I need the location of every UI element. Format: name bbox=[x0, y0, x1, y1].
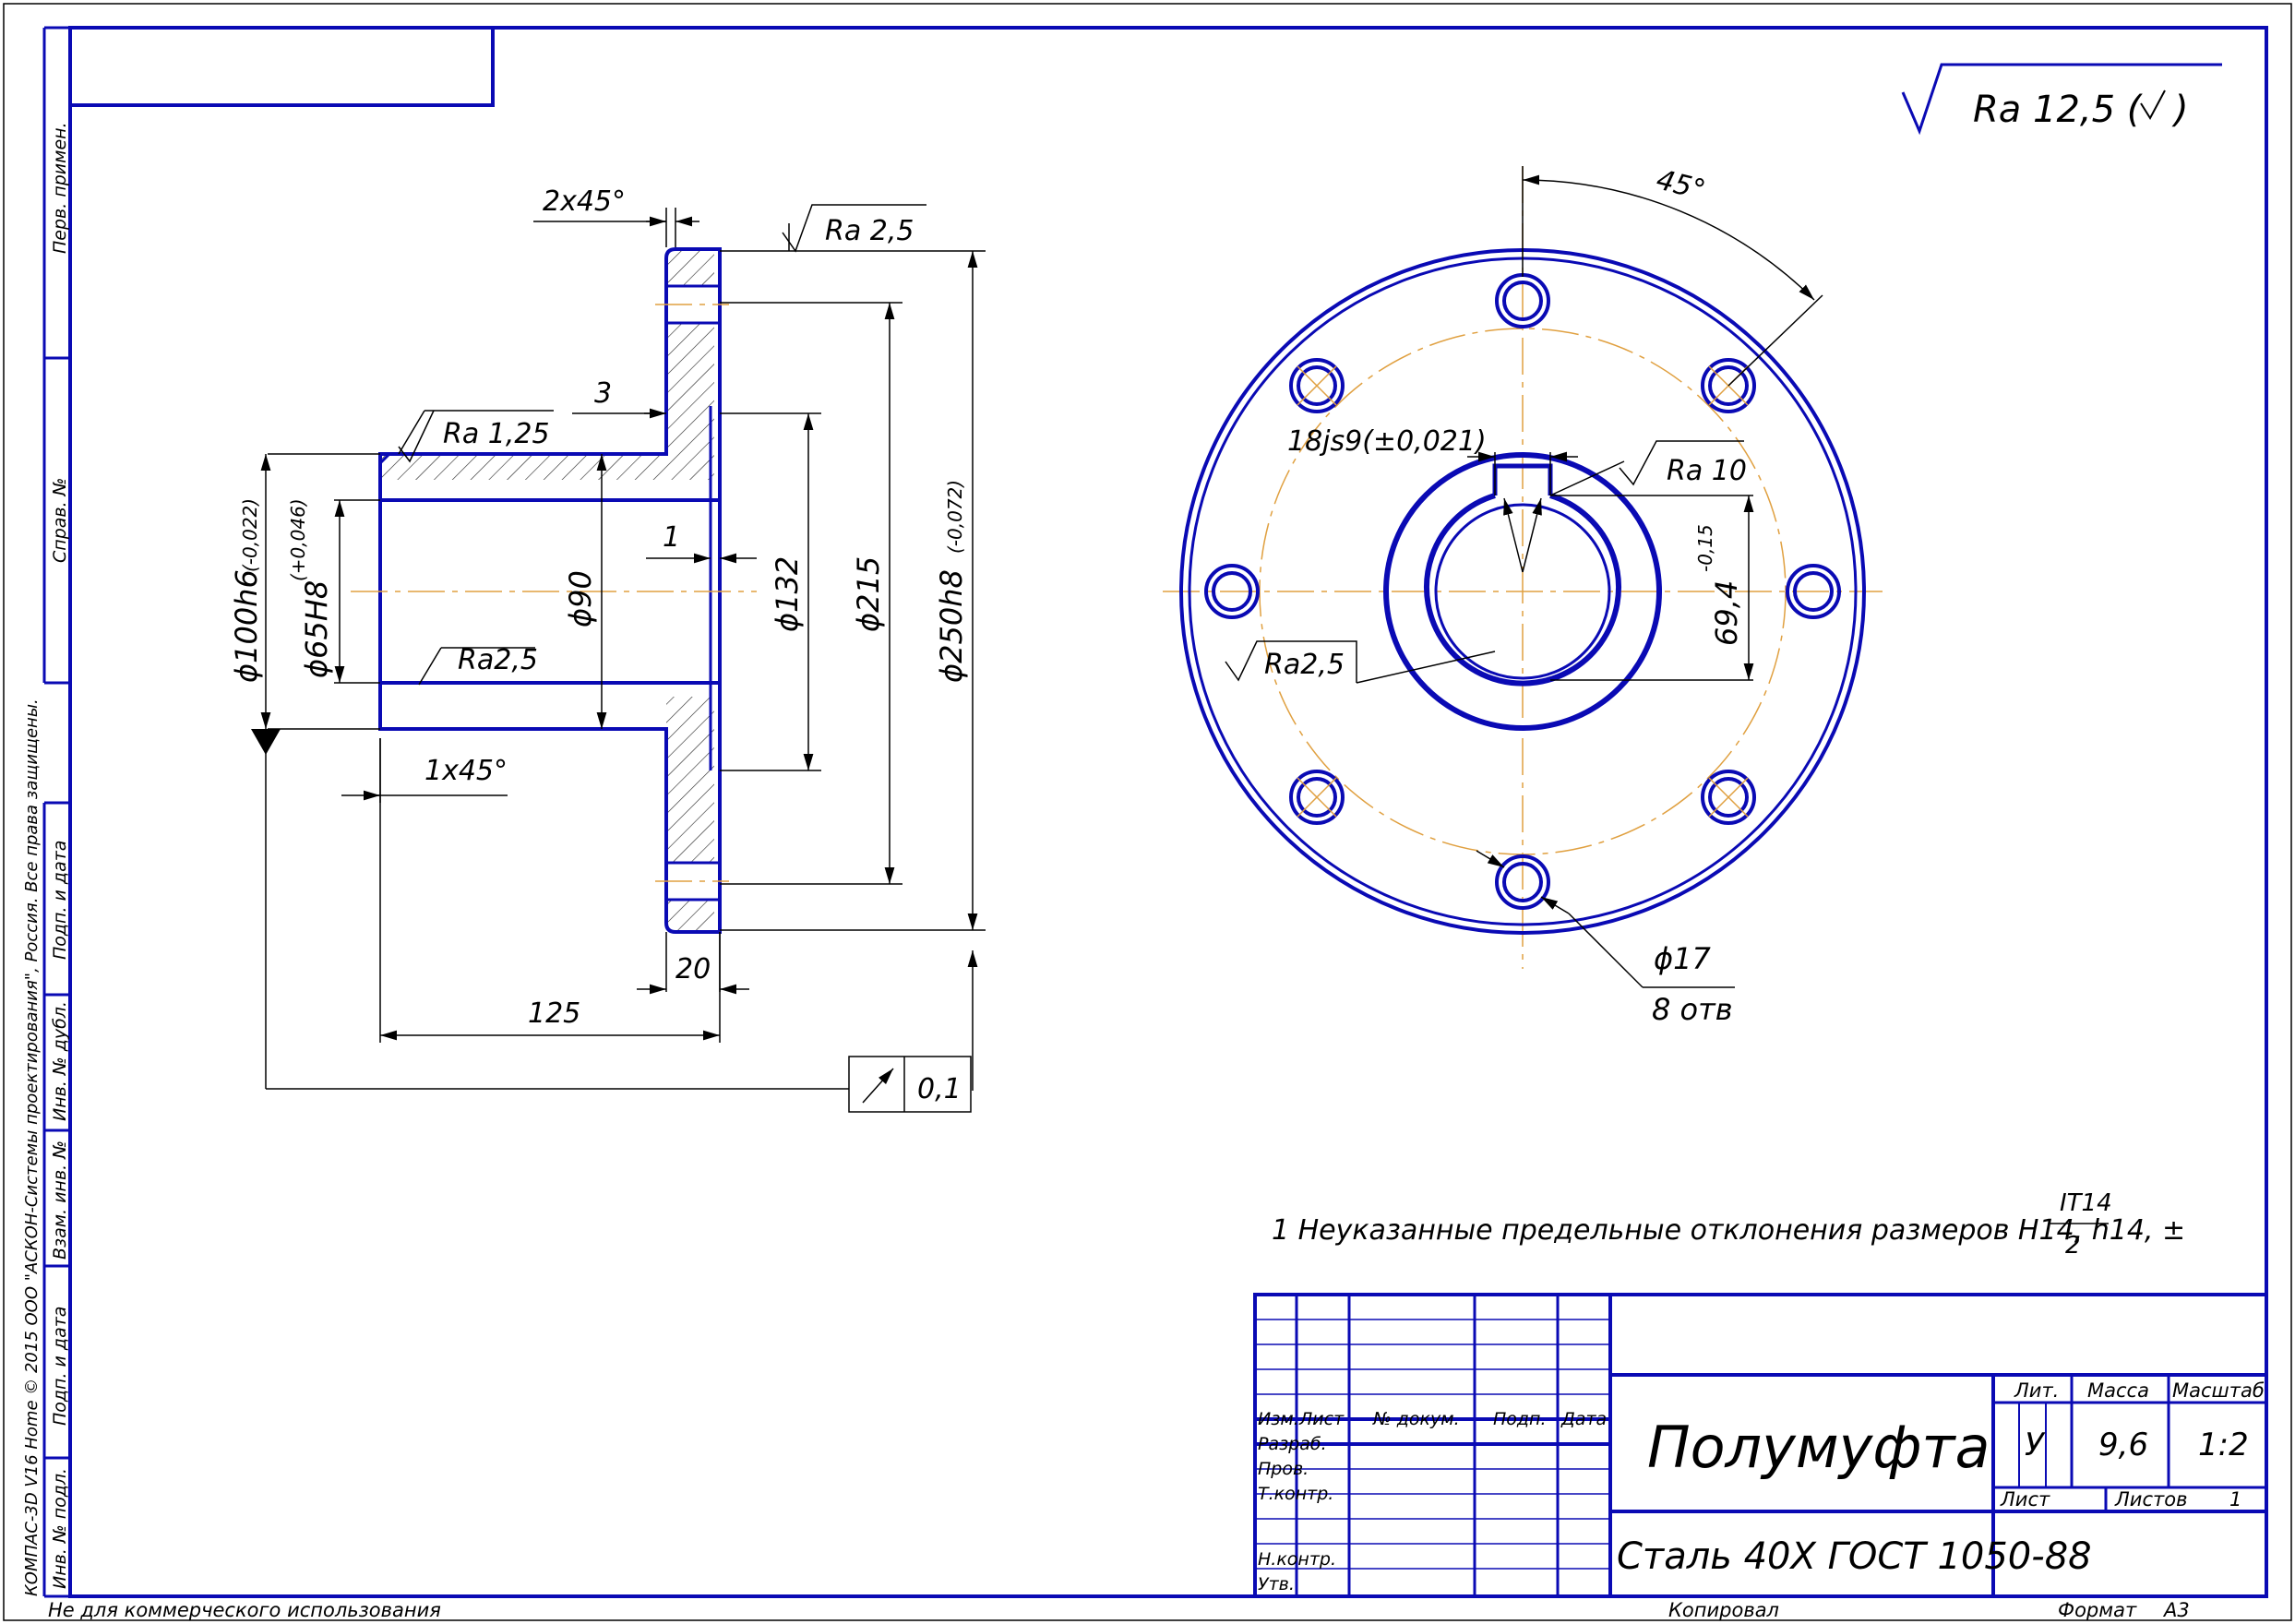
front-view bbox=[1163, 166, 1883, 988]
general-roughness-symbol: Ra 12,5 ( ) bbox=[1901, 63, 2222, 136]
note-frac-denominator: 2 bbox=[2065, 1232, 2081, 1260]
side-strip bbox=[42, 26, 70, 1598]
footer-format-value: А3 bbox=[2162, 1599, 2190, 1621]
dim-69-label: 69,4 bbox=[1709, 580, 1744, 646]
holes-dia-label: ϕ17 bbox=[1654, 941, 1711, 976]
tb-massa-label: Масса bbox=[2087, 1379, 2149, 1402]
roughness-outer-label: Ra 1,25 bbox=[443, 418, 550, 450]
tb-part-name: Полумуфта bbox=[1647, 1414, 1990, 1481]
dim-125-label: 125 bbox=[528, 997, 580, 1030]
general-roughness-close: ) bbox=[2171, 89, 2189, 131]
label-vzam-inv-no: Взам. инв. № bbox=[50, 1140, 70, 1260]
tb-list-label: Лист bbox=[2000, 1488, 2050, 1511]
tb-izm: Изм. bbox=[1258, 1409, 1299, 1429]
tb-masshtab-value: 1:2 bbox=[2198, 1427, 2249, 1463]
dim-3-label: 3 bbox=[594, 377, 612, 410]
tb-lit-label: Лит. bbox=[2014, 1379, 2059, 1402]
label-sprav-no: Справ. № bbox=[50, 478, 70, 563]
tb-data: Дата bbox=[1560, 1409, 1607, 1429]
copyright-text: КОМПАС-3D V16 Home © 2015 ООО "АСКОН-Сис… bbox=[22, 699, 42, 1596]
keyway-label: 18js9(±0,021) bbox=[1287, 425, 1487, 458]
corner-box bbox=[70, 28, 495, 107]
chamfer-top-label: 2x45° bbox=[543, 185, 626, 218]
dia-215-label: ϕ215 bbox=[851, 556, 886, 632]
roughness-bore-label: Ra2,5 bbox=[458, 644, 538, 676]
dia-90-label: ϕ90 bbox=[563, 570, 598, 627]
title-block bbox=[1253, 1293, 2268, 1598]
tb-nkontr: Н.контр. bbox=[1258, 1549, 1336, 1570]
dim-69-tolerance: -0,15 bbox=[1694, 524, 1716, 572]
label-inv-no-dubl: Инв. № дубл. bbox=[50, 1001, 70, 1121]
tb-listov-label: Листов bbox=[2114, 1488, 2187, 1511]
tb-prov: Пров. bbox=[1258, 1459, 1309, 1479]
chamfer-bottom-label: 1x45° bbox=[424, 755, 508, 787]
tb-listov-value: 1 bbox=[2229, 1488, 2241, 1511]
tb-list: Лист bbox=[1298, 1409, 1345, 1429]
label-podp-data-2: Подп. и дата bbox=[50, 1307, 70, 1426]
angle-label: 45° bbox=[1653, 163, 1708, 207]
label-perv-primen: Перв. примен. bbox=[50, 122, 70, 254]
roughness-hub-label: Ra2,5 bbox=[1264, 649, 1345, 681]
footer-noncommercial: Не для коммерческого использования bbox=[48, 1599, 441, 1621]
dia-132-label: ϕ132 bbox=[770, 556, 805, 632]
dia-100-label: ϕ100h6 bbox=[229, 569, 264, 683]
note-text: 1 Неуказанные предельные отклонения разм… bbox=[1272, 1214, 2185, 1247]
label-inv-no-podl: Инв. № подл. bbox=[50, 1468, 70, 1589]
tb-doc-no: № докум. bbox=[1372, 1409, 1460, 1429]
tb-razrab: Разраб. bbox=[1258, 1434, 1327, 1454]
roughness-face-label: Ra 2,5 bbox=[825, 215, 914, 247]
tb-utv: Утв. bbox=[1258, 1574, 1295, 1594]
footer-copied: Копировал bbox=[1668, 1599, 1779, 1621]
holes-count-label: 8 отв bbox=[1652, 992, 1733, 1027]
dia-250-tolerance: (-0,072) bbox=[944, 480, 966, 554]
tb-lit-value: У bbox=[2025, 1427, 2046, 1463]
dia-100-tolerance: (-0,022) bbox=[239, 498, 261, 572]
tb-tkontr: Т.контр. bbox=[1258, 1484, 1333, 1504]
runout-value: 0,1 bbox=[917, 1073, 962, 1105]
footer-format-label: Формат bbox=[2058, 1599, 2137, 1621]
dia-250-label: ϕ250h8 bbox=[934, 569, 969, 683]
sheet-edge bbox=[3, 3, 2292, 1621]
dim-20-label: 20 bbox=[675, 953, 711, 985]
roughness-keyway-label: Ra 10 bbox=[1667, 455, 1747, 487]
drawing-frame bbox=[68, 26, 2268, 1598]
tb-massa-value: 9,6 bbox=[2098, 1427, 2148, 1463]
dia-65-tolerance: (+0,046) bbox=[287, 498, 309, 581]
note-frac-numerator: IT14 bbox=[2060, 1189, 2112, 1217]
tb-podp: Подп. bbox=[1493, 1409, 1547, 1429]
dia-65-label: ϕ65H8 bbox=[299, 580, 334, 678]
dim-1-label: 1 bbox=[663, 521, 680, 554]
section-view bbox=[251, 204, 986, 1113]
tb-material: Сталь 40Х ГОСТ 1050-88 bbox=[1617, 1535, 2092, 1578]
general-roughness-text: Ra 12,5 ( bbox=[1973, 89, 2144, 131]
label-podp-data-1: Подп. и дата bbox=[50, 841, 70, 960]
tb-masshtab-label: Масштаб bbox=[2172, 1379, 2265, 1402]
